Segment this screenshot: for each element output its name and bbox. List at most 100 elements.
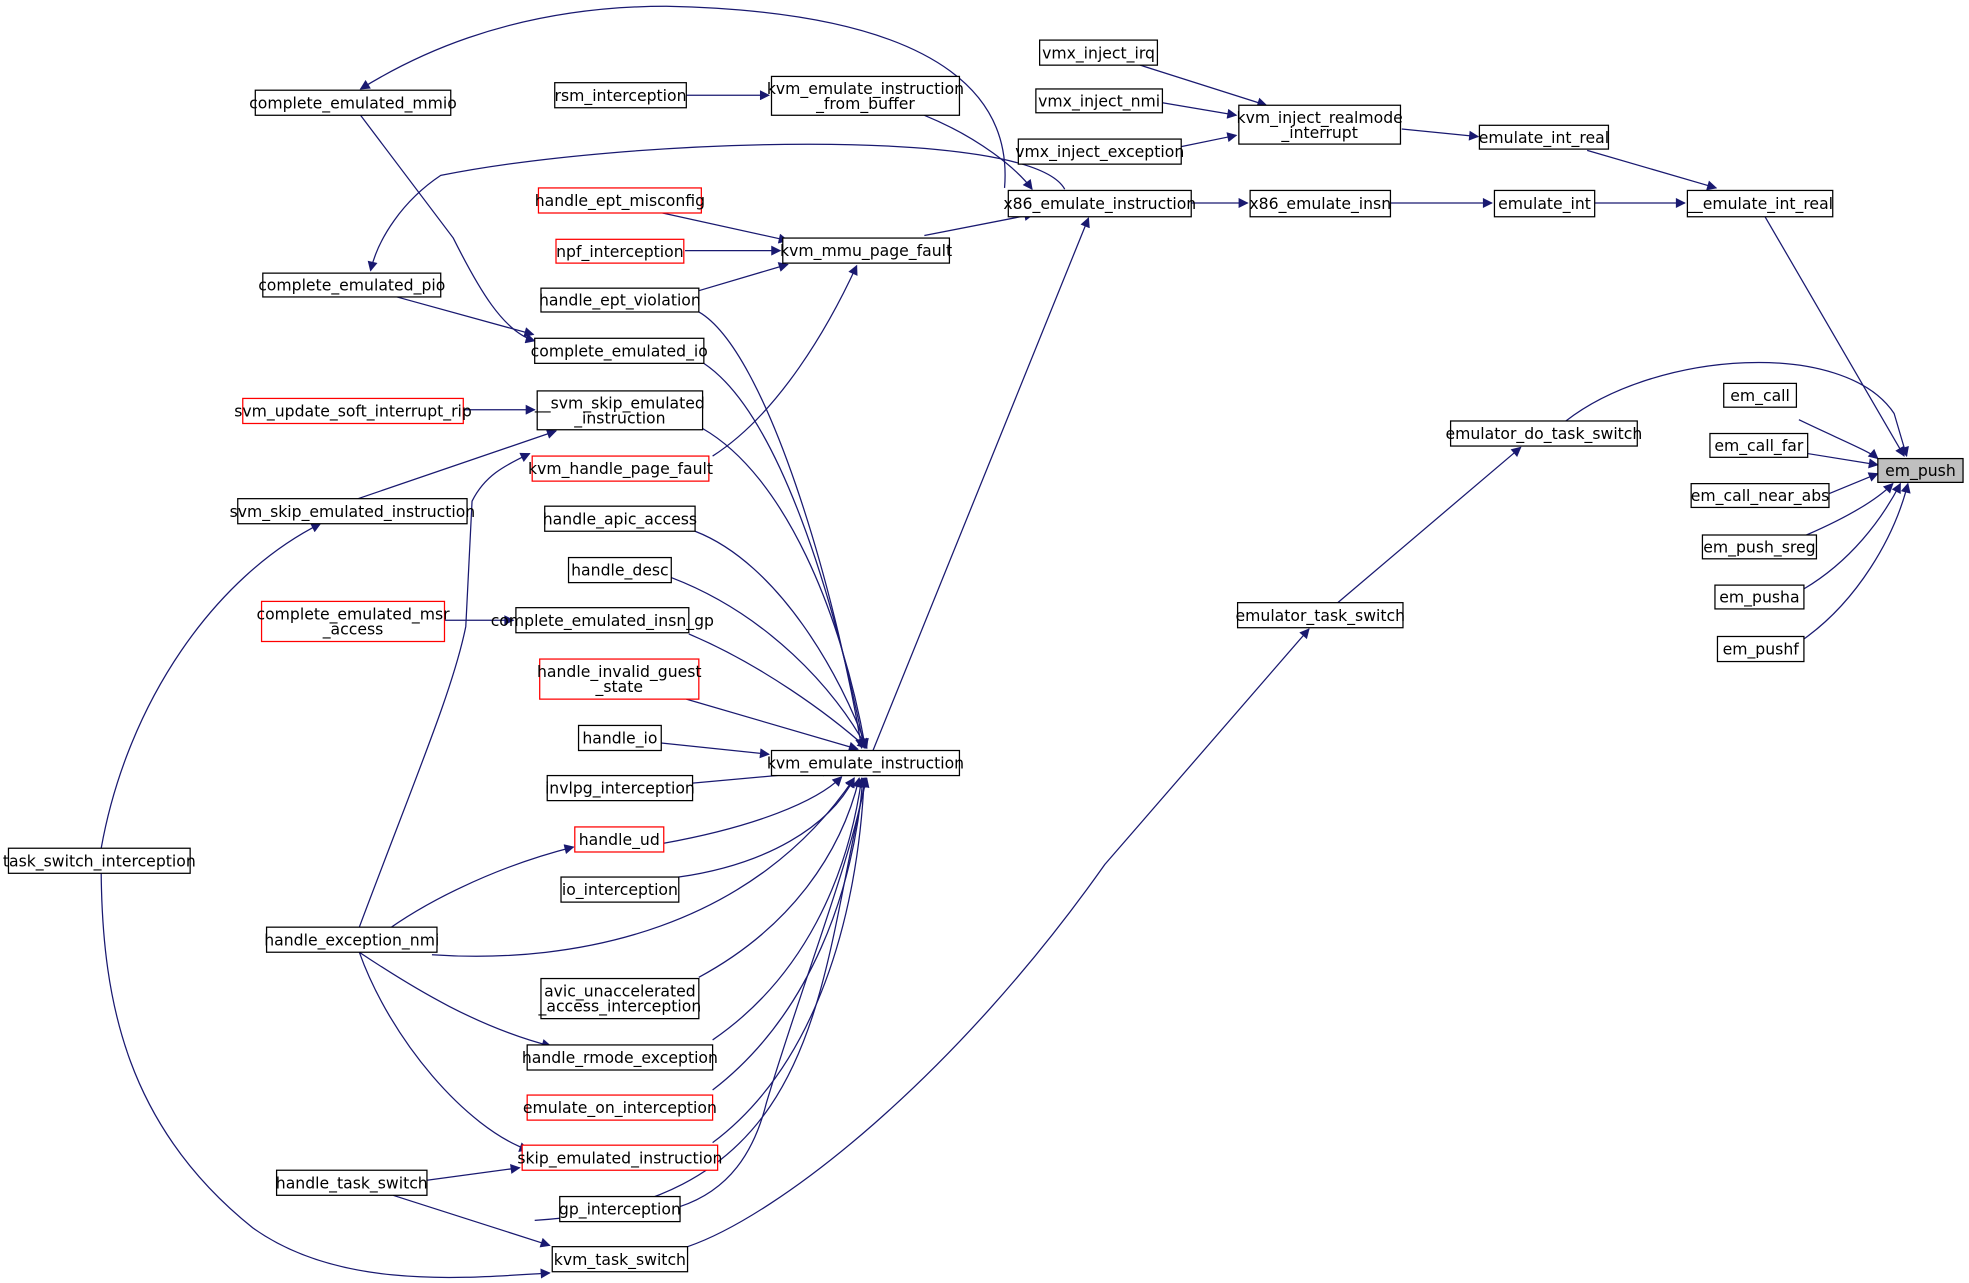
call-edge-from-handle-ud: [663, 776, 843, 844]
node-label: handle_apic_access: [543, 509, 697, 529]
node-box: [1686, 189, 1834, 218]
node-label: vmx_inject_irq: [1042, 43, 1155, 63]
node-handle-exception-nmi[interactable]: handle_exception_nmi: [264, 926, 439, 953]
node-kvm-task-switch[interactable]: kvm_task_switch: [551, 1246, 689, 1273]
node-box: [1714, 584, 1805, 610]
call-edge-from-task-switch-interception: [100, 873, 551, 1279]
call-edge-from-em-call-far: [1807, 452, 1879, 469]
node-label: emulate_int_real: [1479, 128, 1609, 148]
node-box: [7, 847, 191, 874]
node-emulate-int[interactable]: emulate_int: [1493, 189, 1596, 218]
node-rsm-interception[interactable]: rsm_interception: [554, 82, 687, 109]
node-box: [782, 237, 951, 264]
node-label: em_push_sreg: [1703, 538, 1815, 558]
node-gp-interception[interactable]: gp_interception: [559, 1195, 681, 1223]
node-box: [1709, 432, 1809, 458]
call-edge-from-complete-emulated-io: [703, 362, 868, 749]
node-task-switch-interception[interactable]: task_switch_interception: [3, 847, 196, 874]
node-emulate-int-real-dd[interactable]: __emulate_int_real: [1686, 189, 1834, 218]
node-handle-apic-access[interactable]: handle_apic_access: [543, 505, 697, 532]
node-emulate-on-interception[interactable]: emulate_on_interception: [523, 1094, 717, 1121]
node-skip-emulated-instruction[interactable]: skip_emulated_instruction: [517, 1144, 722, 1171]
node-box: [254, 89, 452, 116]
node-label: emulator_task_switch: [1236, 606, 1406, 626]
node-handle-desc[interactable]: handle_desc: [567, 556, 672, 584]
node-box: [1449, 420, 1638, 447]
node-handle-ept-misconfig[interactable]: handle_ept_misconfig: [535, 187, 705, 214]
node-emulator-do-task-switch[interactable]: emulator_do_task_switch: [1446, 420, 1643, 447]
call-edge-from-io-interception: [678, 777, 855, 878]
node-emulator-task-switch[interactable]: emulator_task_switch: [1236, 602, 1406, 629]
node-invlpg-interception[interactable]: invlpg_interception: [545, 774, 695, 802]
node-label: rsm_interception: [555, 86, 687, 106]
node-x86-emulate-instruction[interactable]: x86_emulate_instruction: [1003, 189, 1196, 218]
node-npf-interception[interactable]: npf_interception: [555, 238, 685, 264]
node-vmx-inject-exception[interactable]: vmx_inject_exception: [1015, 138, 1184, 165]
node-box: [1249, 189, 1392, 218]
node-svm-update-soft-interrupt-rip[interactable]: svm_update_soft_interrupt_rip: [234, 397, 472, 425]
call-edge-from-kvm-inject-realmode-interrupt: [1401, 128, 1480, 141]
node-vmx-inject-irq[interactable]: vmx_inject_irq: [1039, 39, 1159, 66]
node-label: __emulate_int_real: [1686, 194, 1833, 214]
node-em-call[interactable]: em_call: [1723, 382, 1798, 408]
node-x86-emulate-insn[interactable]: x86_emulate_insn: [1249, 189, 1392, 218]
node-kvm-handle-page-fault[interactable]: kvm_handle_page_fault: [528, 455, 713, 482]
node-label: complete_emulated_io: [531, 341, 708, 361]
node-box: [555, 238, 685, 264]
call-edges: [100, 5, 1911, 1279]
node-box: [1035, 88, 1164, 114]
node-svm-skip-emulated-instruction-dd[interactable]: __svm_skip_emulated_instruction: [534, 390, 705, 431]
node-complete-emulated-insn-gp[interactable]: complete_emulated_insn_gp: [491, 607, 714, 634]
node-label: kvm_emulate_instruction: [767, 79, 964, 99]
node-label: gp_interception: [559, 1200, 681, 1220]
node-kvm-inject-realmode-interrupt[interactable]: kvm_inject_realmode_interrupt: [1237, 104, 1403, 145]
node-handle-rmode-exception[interactable]: handle_rmode_exception: [522, 1044, 718, 1071]
node-box: [1236, 602, 1404, 629]
call-edge-from-emulator-task-switch: [1337, 446, 1522, 604]
node-box: [770, 75, 961, 116]
node-handle-ud[interactable]: handle_ud: [574, 826, 665, 853]
node-avic-unaccelerated-access-interception[interactable]: avic_unaccelerated_access_interception: [538, 977, 702, 1020]
node-label: handle_desc: [571, 561, 669, 581]
node-box: [544, 505, 696, 532]
node-em-call-near-abs[interactable]: em_call_near_abs: [1690, 483, 1830, 509]
node-box: [1238, 104, 1402, 145]
node-kvm-mmu-page-fault[interactable]: kvm_mmu_page_fault: [780, 237, 952, 264]
node-kvm-emulate-instruction[interactable]: kvm_emulate_instruction: [767, 749, 964, 777]
node-em-pusha[interactable]: em_pusha: [1714, 584, 1805, 610]
node-label: skip_emulated_instruction: [517, 1148, 722, 1168]
node-label: handle_rmode_exception: [522, 1048, 718, 1068]
node-complete-emulated-pio[interactable]: complete_emulated_pio: [258, 272, 445, 298]
node-complete-emulated-io[interactable]: complete_emulated_io: [531, 337, 708, 364]
call-edge-from-handle-ept-misconfig: [662, 212, 789, 244]
node-em-push-sreg[interactable]: em_push_sreg: [1701, 534, 1818, 560]
call-edge-from-em-call: [1798, 419, 1879, 460]
node-box: [262, 272, 442, 298]
node-handle-invalid-guest-state[interactable]: handle_invalid_guest_state: [537, 658, 702, 700]
call-edge-from-kvm-emulate-instruction: [872, 217, 1090, 751]
node-complete-emulated-msr-access[interactable]: complete_emulated_msr_access: [256, 600, 450, 643]
node-emulate-int-real[interactable]: emulate_int_real: [1478, 124, 1610, 150]
node-box: [540, 287, 700, 313]
node-em-pushf[interactable]: em_pushf: [1716, 635, 1805, 663]
node-label: emulate_on_interception: [523, 1098, 717, 1118]
node-box: [577, 724, 662, 752]
call-edge-from-skip-emulated-instruction: [712, 777, 869, 1144]
call-edge-from-handle-ept-violation: [698, 311, 866, 749]
node-label: svm_update_soft_interrupt_rip: [234, 402, 472, 422]
node-label: kvm_mmu_page_fault: [780, 241, 952, 261]
node-em-push[interactable]: em_push: [1877, 457, 1964, 484]
node-handle-io[interactable]: handle_io: [577, 724, 662, 752]
node-box: [770, 749, 961, 777]
node-vmx-inject-nmi[interactable]: vmx_inject_nmi: [1035, 88, 1164, 114]
node-complete-emulated-mmio[interactable]: complete_emulated_mmio: [249, 89, 457, 116]
node-svm-skip-emulated-instruction[interactable]: svm_skip_emulated_instruction: [230, 498, 476, 525]
node-box: [539, 658, 700, 700]
node-io-interception[interactable]: io_interception: [560, 876, 680, 903]
node-kvm-emulate-instruction-from-buffer[interactable]: kvm_emulate_instruction_from_buffer: [767, 75, 964, 116]
function-nodes: em_push __emulate_int_real emulate_int_rea…: [3, 39, 1964, 1273]
call-edge-from-em-push-sreg: [1806, 482, 1894, 536]
node-handle-task-switch[interactable]: handle_task_switch: [276, 1169, 428, 1196]
node-handle-ept-violation[interactable]: handle_ept_violation: [539, 287, 701, 313]
node-em-call-far[interactable]: em_call_far: [1709, 432, 1809, 458]
